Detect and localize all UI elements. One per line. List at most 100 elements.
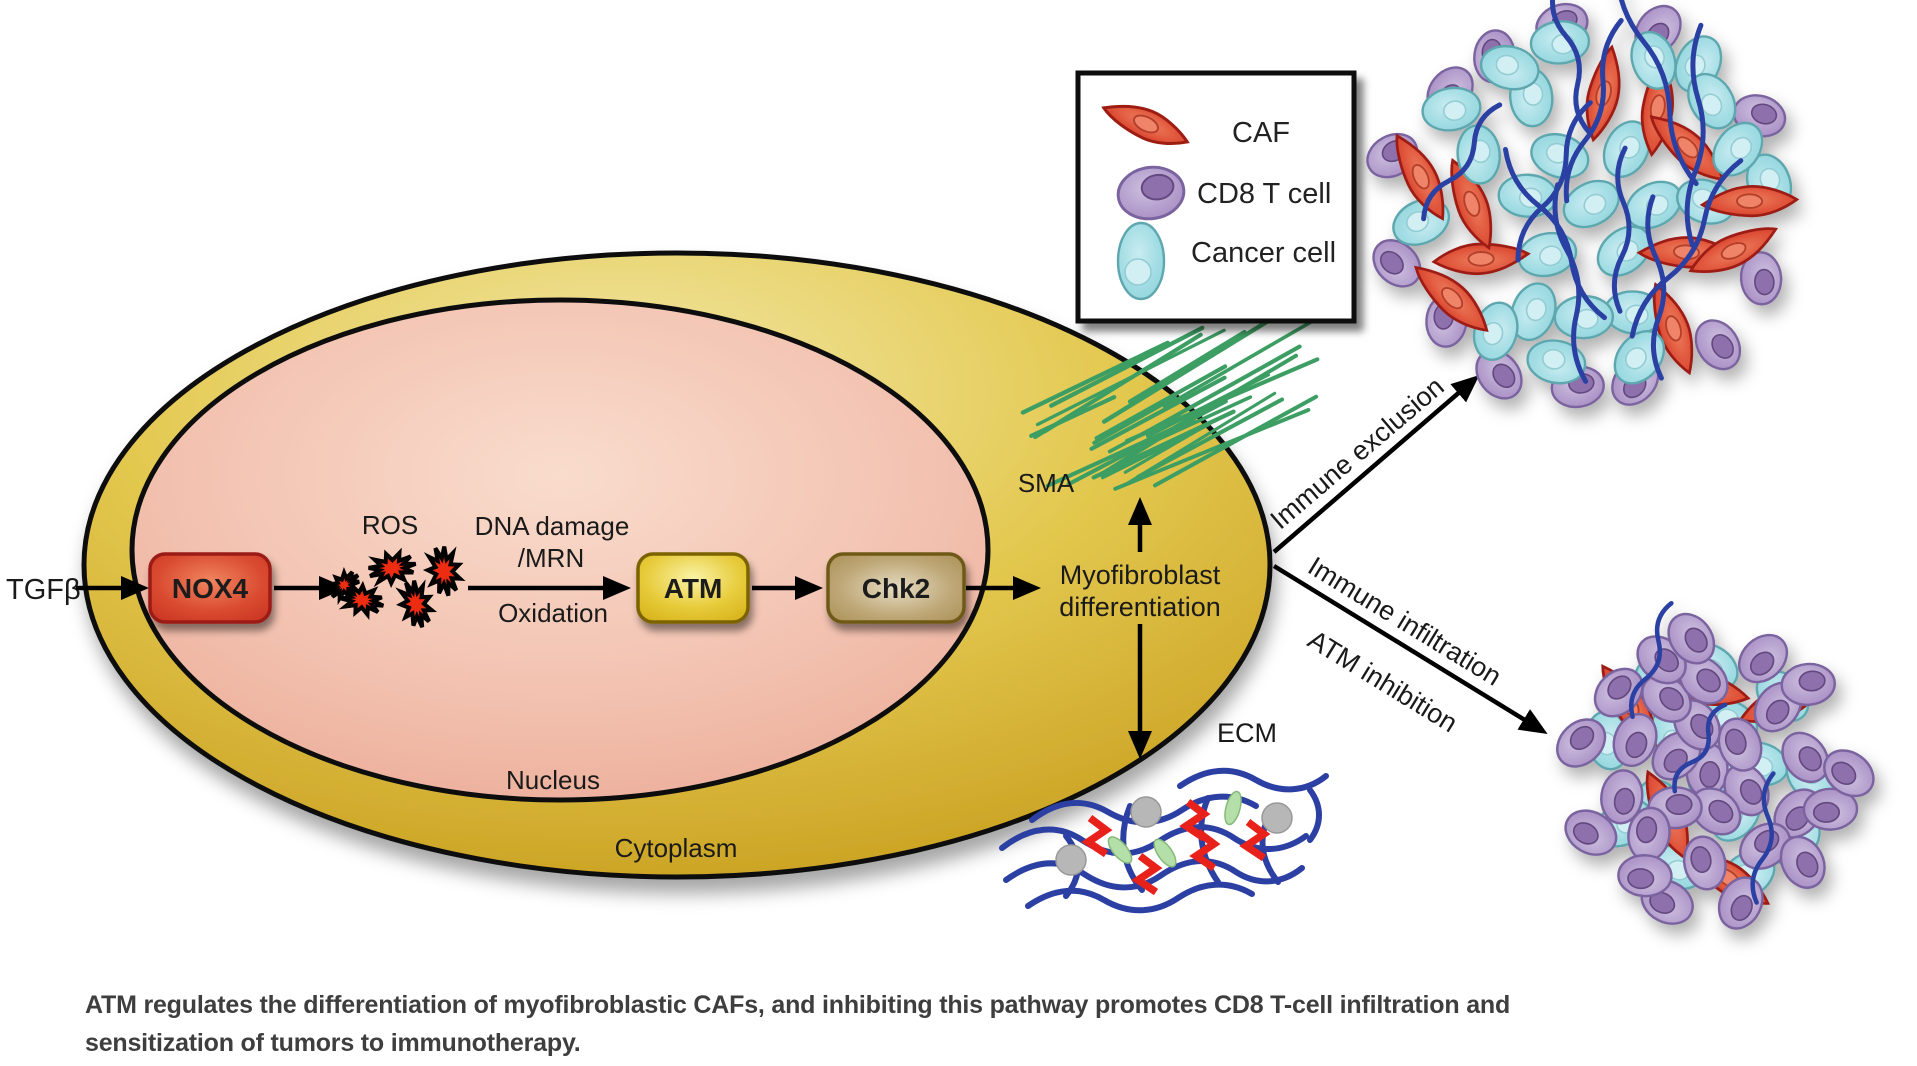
sma-fiber — [1092, 395, 1177, 445]
atm-box: ATM — [636, 552, 750, 624]
cd8-t-cell — [1694, 319, 1742, 371]
cytoplasm-label: Cytoplasm — [615, 833, 738, 863]
caption-line2: sensitization of tumors to immunotherapy… — [85, 1029, 581, 1057]
cd8-t-cell — [1612, 712, 1658, 768]
caf-cell — [1450, 157, 1493, 251]
cd8-legend-icon — [1116, 165, 1186, 221]
chk2-box: Chk2 — [826, 552, 966, 624]
ros-label: ROS — [362, 510, 418, 540]
ecm-label: ECM — [1217, 718, 1277, 748]
ecm-globules — [1055, 796, 1293, 876]
oxidation-label: Oxidation — [498, 598, 608, 628]
sma-fiber — [1123, 426, 1203, 474]
ecm-fiber — [1549, 0, 1592, 135]
ecm-fiber — [1611, 145, 1632, 314]
cancer-cell — [1530, 132, 1590, 180]
cancer-cell — [1472, 301, 1519, 361]
cd8-t-cell — [1682, 835, 1727, 891]
sma-fiber — [1020, 340, 1170, 415]
immune-infiltration-arrow — [1272, 564, 1548, 735]
ros-molecule — [422, 546, 466, 597]
chk2-label: Chk2 — [862, 573, 930, 604]
cd8-t-cell — [1556, 718, 1607, 768]
caf-cell — [1414, 265, 1489, 332]
ros-molecule — [338, 580, 385, 621]
immune-exclusion-label: Immune exclusion — [1265, 371, 1450, 535]
ecm-fiber — [1421, 102, 1503, 222]
cd8-t-cell — [1600, 769, 1644, 825]
nox4-box: NOX4 — [148, 552, 272, 624]
atm-label: ATM — [664, 573, 723, 604]
ecm-fiber — [1629, 158, 1744, 339]
sma-fiber — [1089, 375, 1227, 451]
dna-damage-label: DNA damage — [475, 511, 630, 541]
nucleus-label: Nucleus — [506, 765, 600, 795]
sma-fiber — [1049, 325, 1205, 408]
ecm-fiber — [1645, 194, 1667, 381]
tgfb-label: TGFβ — [6, 574, 81, 606]
cancer-cell — [1510, 282, 1557, 342]
cd8-t-cell — [1753, 681, 1803, 733]
cd8-t-cell — [1737, 633, 1789, 684]
ecm-fiber — [1750, 771, 1776, 905]
myofibroblast-label-line2: differentiation — [1059, 592, 1221, 622]
tumor-immune-infiltration — [1556, 600, 1875, 930]
legend: CAF CD8 T cell Cancer cell — [1075, 70, 1357, 324]
ecm-network — [999, 767, 1329, 914]
legend-cancer-label: Cancer cell — [1191, 237, 1336, 269]
sma-fiber — [1091, 409, 1236, 480]
immune-infiltration-label: Immune infiltration — [1303, 551, 1507, 692]
cancer-legend-icon — [1116, 221, 1166, 301]
mrn-label: /MRN — [518, 543, 584, 573]
legend-cd8-label: CD8 T cell — [1197, 178, 1331, 210]
cancer-cell — [1712, 121, 1764, 177]
sma-fiber — [1094, 364, 1228, 441]
myofibroblast-label-line1: Myofibroblast — [1060, 560, 1221, 590]
cancer-cell — [1526, 339, 1587, 385]
caf-cell — [1431, 242, 1531, 276]
sma-fibers — [1020, 302, 1344, 491]
ecm-fiber — [1515, 100, 1593, 263]
cd8-t-cell — [1690, 787, 1742, 836]
tumor-immune-exclusion — [1366, 0, 1800, 409]
cd8-t-cell — [1779, 835, 1826, 889]
ros-molecule — [368, 547, 417, 588]
cd8-t-cell — [1739, 822, 1792, 870]
sma-fiber — [1113, 407, 1311, 491]
cd8-t-cell — [1823, 749, 1875, 798]
cd8-t-cell — [1627, 806, 1671, 862]
cd8-t-cell — [1717, 717, 1763, 772]
ecm-fiber — [1563, 18, 1624, 204]
cd8-t-cell — [1617, 854, 1673, 898]
cd8-t-cell — [1564, 809, 1618, 856]
ecm-fiber — [1552, 182, 1589, 384]
nucleus-membrane — [129, 297, 991, 803]
sma-fiber — [1127, 330, 1247, 404]
sma-fiber — [1161, 353, 1298, 436]
ecm-fiber — [1684, 22, 1706, 248]
ecm-green-fibrils — [1107, 790, 1242, 868]
cd8-t-cell — [1781, 731, 1830, 784]
immune-exclusion-arrow — [1272, 374, 1480, 554]
cd8-t-cell — [1641, 674, 1692, 723]
nox4-label: NOX4 — [172, 573, 249, 604]
caf-cell — [1699, 185, 1800, 218]
cd8-t-cell — [1739, 251, 1783, 306]
cd8-t-cell — [1780, 662, 1836, 707]
sma-fiber — [1033, 332, 1203, 440]
cd8-t-cell — [1802, 787, 1859, 831]
cd8-t-cell — [1372, 239, 1422, 288]
sma-label: SMA — [1018, 468, 1075, 498]
caption-line1: ATM regulates the differentiation of myo… — [85, 991, 1510, 1019]
sma-fiber — [1101, 318, 1272, 424]
cancer-cell — [1421, 86, 1482, 132]
ecm-fiber — [1628, 600, 1674, 720]
cd8-t-cell — [1678, 655, 1729, 705]
ros-molecule — [322, 566, 361, 606]
ros-molecules — [322, 546, 466, 629]
sma-fiber — [1153, 394, 1319, 488]
caf-cell — [1649, 115, 1725, 181]
caf-legend-icon — [1101, 104, 1190, 145]
